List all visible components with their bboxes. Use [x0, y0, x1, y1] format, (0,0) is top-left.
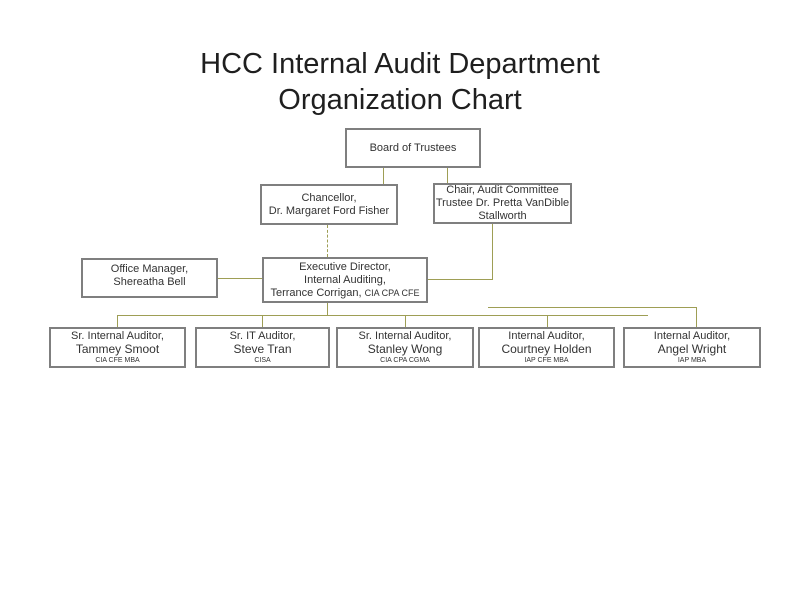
node-role: Internal Auditor,	[508, 330, 585, 342]
node-executive-director: Executive Director, Internal Auditing, T…	[262, 257, 428, 303]
node-person-name: Trustee Dr. Pretta VanDible	[435, 197, 570, 209]
node-person-name: Courtney Holden	[501, 342, 592, 356]
credentials: CIA CPA CFE	[364, 287, 420, 298]
credentials: IAP MBA	[677, 357, 707, 364]
connector-office-manager-to-executive	[218, 278, 262, 279]
person-name-text: Terrance Corrigan,	[270, 286, 362, 299]
connector-board-to-chair	[447, 168, 448, 183]
connector-chair-down	[492, 224, 493, 279]
chart-title: HCC Internal Audit Department Organizati…	[0, 46, 800, 118]
connector-chancellor-to-executive-dashed	[327, 225, 328, 257]
credentials: IAP CFE MBA	[524, 357, 569, 364]
node-staff-courtney-holden: Internal Auditor, Courtney Holden IAP CF…	[478, 327, 615, 368]
node-staff-stanley-wong: Sr. Internal Auditor, Stanley Wong CIA C…	[336, 327, 474, 368]
connector-staff-bus-right	[488, 307, 697, 308]
node-audit-committee-chair: Chair, Audit Committee Trustee Dr. Prett…	[433, 183, 572, 224]
node-person-name: Tammey Smoot	[75, 342, 160, 356]
node-role: Sr. Internal Auditor,	[358, 330, 452, 342]
node-person-name: Dr. Margaret Ford Fisher	[268, 204, 390, 217]
connector-staff-bus	[117, 315, 648, 316]
node-label: Board of Trustees	[369, 141, 457, 154]
node-person-name-cont: Stallworth	[478, 210, 527, 222]
credentials: CIA CFE MBA	[95, 357, 140, 364]
node-role: Sr. Internal Auditor,	[71, 330, 164, 342]
connector-stub-staff-1	[117, 315, 118, 327]
node-person-name: Angel Wright	[657, 342, 727, 356]
connector-stub-staff-5	[696, 307, 697, 327]
node-chancellor: Chancellor, Dr. Margaret Ford Fisher	[260, 184, 398, 225]
node-office-manager: Office Manager, Shereatha Bell	[81, 258, 218, 298]
node-person-name: Shereatha Bell	[113, 276, 186, 288]
node-staff-steve-tran: Sr. IT Auditor, Steve Tran CISA	[195, 327, 330, 368]
node-role: Sr. IT Auditor,	[229, 330, 296, 342]
chart-title-line1: HCC Internal Audit Department	[200, 48, 600, 80]
connector-stub-staff-2	[262, 315, 263, 327]
node-role: Executive Director,	[299, 260, 391, 273]
node-role: Chair, Audit Committee	[446, 184, 559, 196]
node-role: Chancellor,	[301, 191, 357, 204]
node-role: Office Manager,	[110, 263, 189, 275]
connector-stub-staff-3	[405, 315, 406, 327]
node-person-name: Terrance Corrigan, CIA CPA CFE	[270, 287, 419, 300]
node-person-name: Stanley Wong	[367, 342, 443, 356]
node-board-of-trustees: Board of Trustees	[345, 128, 481, 168]
node-person-name: Steve Tran	[233, 342, 292, 356]
connector-board-to-chancellor	[383, 168, 384, 184]
node-role: Internal Auditor,	[653, 330, 731, 342]
connector-chair-to-executive	[428, 279, 493, 280]
node-staff-angel-wright: Internal Auditor, Angel Wright IAP MBA	[623, 327, 761, 368]
connector-stub-staff-4	[547, 315, 548, 327]
credentials: CIA CPA CGMA	[380, 357, 430, 364]
node-role-cont: Internal Auditing,	[304, 273, 386, 286]
credentials: CISA	[254, 357, 271, 364]
chart-title-line2: Organization Chart	[278, 84, 522, 116]
connector-executive-down	[327, 303, 328, 316]
node-staff-tammey-smoot: Sr. Internal Auditor, Tammey Smoot CIA C…	[49, 327, 186, 368]
